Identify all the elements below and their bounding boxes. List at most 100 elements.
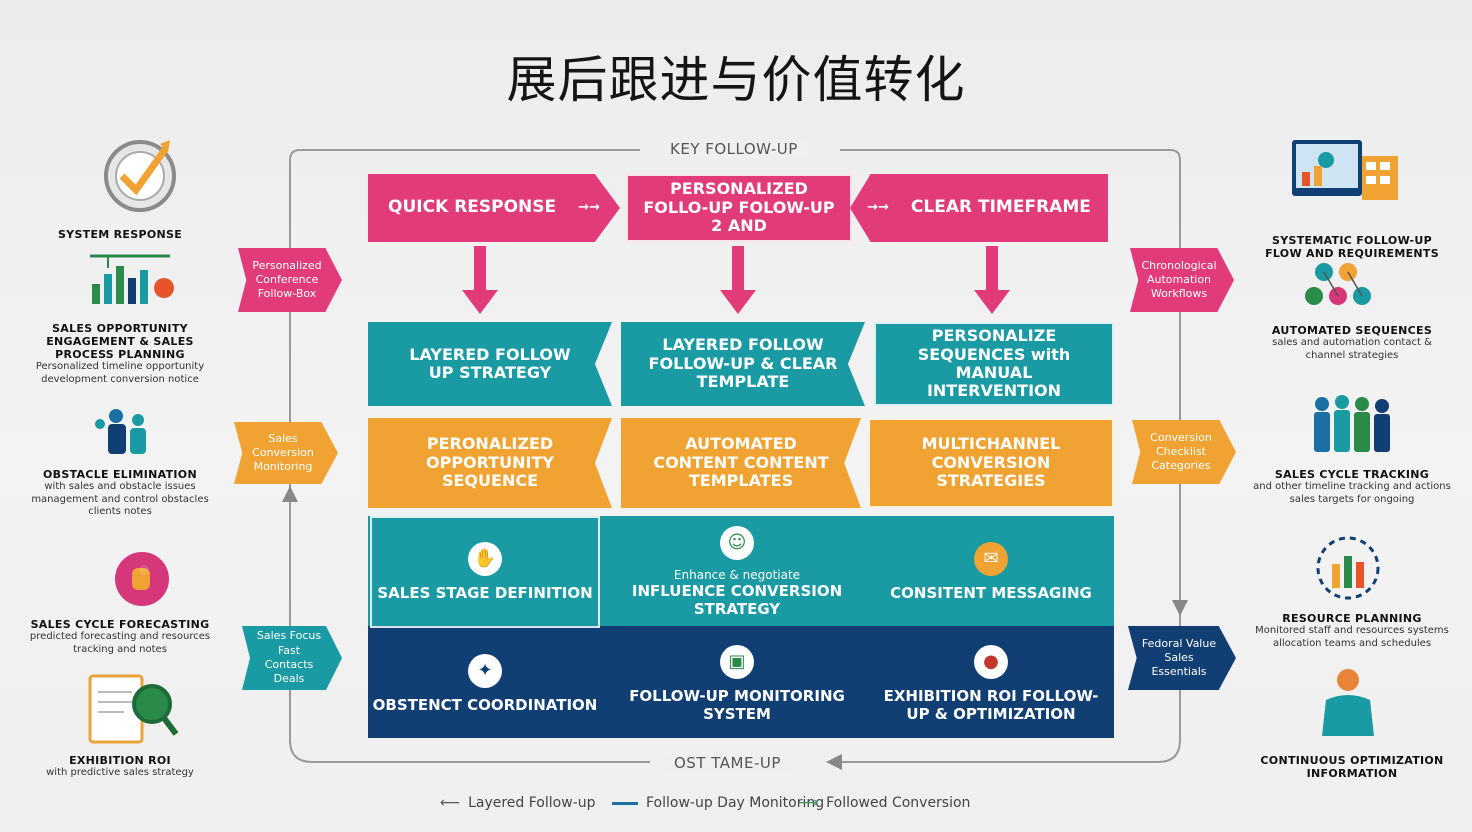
left-item-2: SALES OPPORTUNITY ENGAGEMENT & SALES PRO… (20, 248, 220, 386)
left-item-4-text: predicted forecasting and resources trac… (29, 631, 211, 655)
right-item-3-title: SALES CYCLE TRACKING (1274, 468, 1430, 481)
arrow-right-icon: →→ (867, 199, 889, 215)
left-tag-2: Sales Conversion Monitoring (234, 422, 338, 484)
right-item-3-text: and other timeline tracking and actions … (1253, 481, 1451, 505)
right-tag-3-label: Fedoral Value Sales Essentials (1141, 636, 1217, 679)
automated-templates-label: AUTOMATED CONTENT CONTENT TEMPLATES (653, 434, 829, 491)
legend-3-label: Followed Conversion (826, 795, 971, 811)
left-tag-3: Sales Focus Fast Contacts Deals (242, 626, 342, 690)
right-item-1: SYSTEMATIC FOLLOW-UP FLOW AND REQUIREMEN… (1252, 136, 1452, 260)
left-item-3: OBSTACLE ELIMINATION with sales and obst… (20, 404, 220, 519)
legend-1-label: Layered Follow-up (468, 795, 596, 811)
team-figures-icon (95, 409, 146, 454)
consistent-messaging-label: CONSITENT MESSAGING (890, 584, 1092, 602)
roi-icon: ● (974, 645, 1008, 679)
personalized-followup-label: PERSONALIZED FOLLO-UP FOLOW-UP 2 AND (643, 179, 835, 236)
legend-item-2: Follow-up Day Monitoring (612, 795, 824, 811)
dashboard-screen-icon (1292, 140, 1398, 200)
personalized-followup-banner: PERSONALIZED FOLLO-UP FOLOW-UP 2 AND (626, 174, 852, 242)
left-item-5-title: EXHIBITION ROI (69, 754, 171, 767)
influence-conversion-label: INFLUENCE CONVERSION STRATEGY (631, 582, 843, 619)
network-nodes-icon (1305, 263, 1371, 305)
top-loop-label: KEY FOLLOW-UP (660, 140, 808, 158)
left-item-2-text: Personalized timeline opportunity develo… (35, 361, 205, 385)
right-item-4-title: RESOURCE PLANNING (1282, 612, 1422, 625)
personalized-sequence-label: PERONALIZED OPPORTUNITY SEQUENCE (425, 434, 554, 491)
right-item-4: RESOURCE PLANNING Monitored staff and re… (1252, 534, 1452, 650)
down-arrow-icon (462, 246, 498, 316)
presenter-icon (1322, 669, 1374, 736)
left-tag-1-label: Personalized Conference Follow-Box (252, 258, 322, 301)
left-item-2-title: SALES OPPORTUNITY ENGAGEMENT & SALES PRO… (46, 322, 194, 361)
multichannel-strategies-label: MULTICHANNEL CONVERSION STRATEGIES (921, 434, 1061, 491)
right-item-5-title: CONTINUOUS OPTIMIZATION INFORMATION (1260, 754, 1444, 780)
clipboard-magnifier-icon (88, 674, 179, 744)
right-item-2: AUTOMATED SEQUENCES sales and automation… (1252, 258, 1452, 362)
left-item-3-text: with sales and obstacle issues managemen… (31, 481, 209, 517)
right-item-3: SALES CYCLE TRACKING and other timeline … (1252, 392, 1452, 506)
left-item-1-title: SYSTEM RESPONSE (57, 228, 183, 241)
consistent-messaging-cell: ✉ CONSITENT MESSAGING (876, 516, 1106, 628)
sales-stage-cell: ✋ SALES STAGE DEFINITION (370, 516, 600, 628)
hand-coin-icon (115, 552, 169, 606)
left-item-4: SALES CYCLE FORECASTING predicted foreca… (20, 550, 220, 656)
bottom-loop-label: OST TAME-UP (664, 754, 791, 772)
right-tag-2-label: Conversion Checklist Categories (1150, 430, 1212, 473)
influence-sub-label: Enhance & negotiate (673, 567, 801, 582)
left-tag-3-label: Sales Focus Fast Contacts Deals (256, 629, 322, 686)
legend-item-3: ⟶ Followed Conversion (798, 795, 970, 811)
target-icon: ✦ (468, 654, 502, 688)
personalize-sequences-banner: PERSONALIZE SEQUENCES with MANUAL INTERV… (874, 322, 1114, 406)
monitoring-cell: ▣ FOLLOW-UP MONITORING SYSTEM (622, 628, 852, 740)
left-item-4-title: SALES CYCLE FORECASTING (30, 618, 210, 631)
layered-template-banner: LAYERED FOLLOW FOLLOW-UP & CLEAR TEMPLAT… (621, 322, 865, 406)
right-item-4-text: Monitored staff and resources systems al… (1255, 625, 1449, 649)
layered-strategy-banner: LAYERED FOLLOW UP STRATEGY (368, 322, 612, 406)
left-item-1: SYSTEM RESPONSE (20, 136, 220, 241)
down-arrow-icon (720, 246, 756, 316)
automated-templates-banner: AUTOMATED CONTENT CONTENT TEMPLATES (621, 418, 861, 508)
sales-stage-label: SALES STAGE DEFINITION (377, 584, 593, 602)
left-item-5-text: with predictive sales strategy (46, 767, 194, 778)
roi-optimization-cell: ● EXHIBITION ROI FOLLOW-UP & OPTIMIZATIO… (876, 628, 1106, 740)
quick-response-banner: QUICK RESPONSE →→ (368, 174, 620, 242)
check-target-icon (104, 140, 176, 212)
coordination-cell: ✦ OBSTENCT COORDINATION (370, 628, 600, 740)
right-tag-3: Fedoral Value Sales Essentials (1128, 626, 1236, 690)
clear-timeframe-label: CLEAR TIMEFRAME (910, 197, 1091, 218)
roi-optimization-label: EXHIBITION ROI FOLLOW-UP & OPTIMIZATION (883, 687, 1099, 723)
monitoring-label: FOLLOW-UP MONITORING SYSTEM (629, 687, 845, 723)
personalized-sequence-banner: PERONALIZED OPPORTUNITY SEQUENCE (368, 418, 612, 508)
chat-icon: ✉ (974, 542, 1008, 576)
resource-cycle-icon (1316, 536, 1380, 600)
right-item-2-title: AUTOMATED SEQUENCES (1271, 324, 1433, 337)
multichannel-strategies-banner: MULTICHANNEL CONVERSION STRATEGIES (868, 418, 1114, 508)
left-tag-2-label: Sales Conversion Monitoring (252, 431, 314, 474)
monitor-icon: ▣ (720, 645, 754, 679)
handshake-icon: ✋ (468, 542, 502, 576)
arrow-right-icon: →→ (578, 199, 600, 215)
influence-conversion-cell: ☺ Enhance & negotiate INFLUENCE CONVERSI… (622, 516, 852, 628)
right-tag-1-label: Chronological Automation Workflows (1141, 258, 1217, 301)
business-team-icon (1314, 395, 1390, 452)
clear-timeframe-banner: →→ CLEAR TIMEFRAME (850, 174, 1108, 242)
growth-chart-icon (90, 254, 174, 304)
down-arrow-icon (974, 246, 1010, 316)
left-tag-1: Personalized Conference Follow-Box (238, 248, 342, 312)
right-item-5: CONTINUOUS OPTIMIZATION INFORMATION (1252, 666, 1452, 780)
layered-strategy-label: LAYERED FOLLOW UP STRATEGY (409, 344, 571, 382)
page-title: 展后跟进与价值转化 (506, 51, 966, 109)
right-item-1-title: SYSTEMATIC FOLLOW-UP FLOW AND REQUIREMEN… (1265, 234, 1439, 260)
coordination-label: OBSTENCT COORDINATION (372, 696, 598, 714)
legend-line-icon (612, 801, 638, 805)
right-tag-2: Conversion Checklist Categories (1132, 420, 1236, 484)
left-item-3-title: OBSTACLE ELIMINATION (43, 468, 197, 481)
layered-template-label: LAYERED FOLLOW FOLLOW-UP & CLEAR TEMPLAT… (648, 335, 838, 392)
quick-response-label: QUICK RESPONSE (388, 197, 557, 218)
legend-item-1: ⟵ Layered Follow-up (440, 795, 595, 811)
legend-2-label: Follow-up Day Monitoring (646, 795, 825, 811)
arrow-right-icon: ⟶ (798, 795, 819, 811)
personalize-sequences-label: PERSONALIZE SEQUENCES with MANUAL INTERV… (917, 326, 1071, 401)
people-icon: ☺ (720, 525, 754, 560)
